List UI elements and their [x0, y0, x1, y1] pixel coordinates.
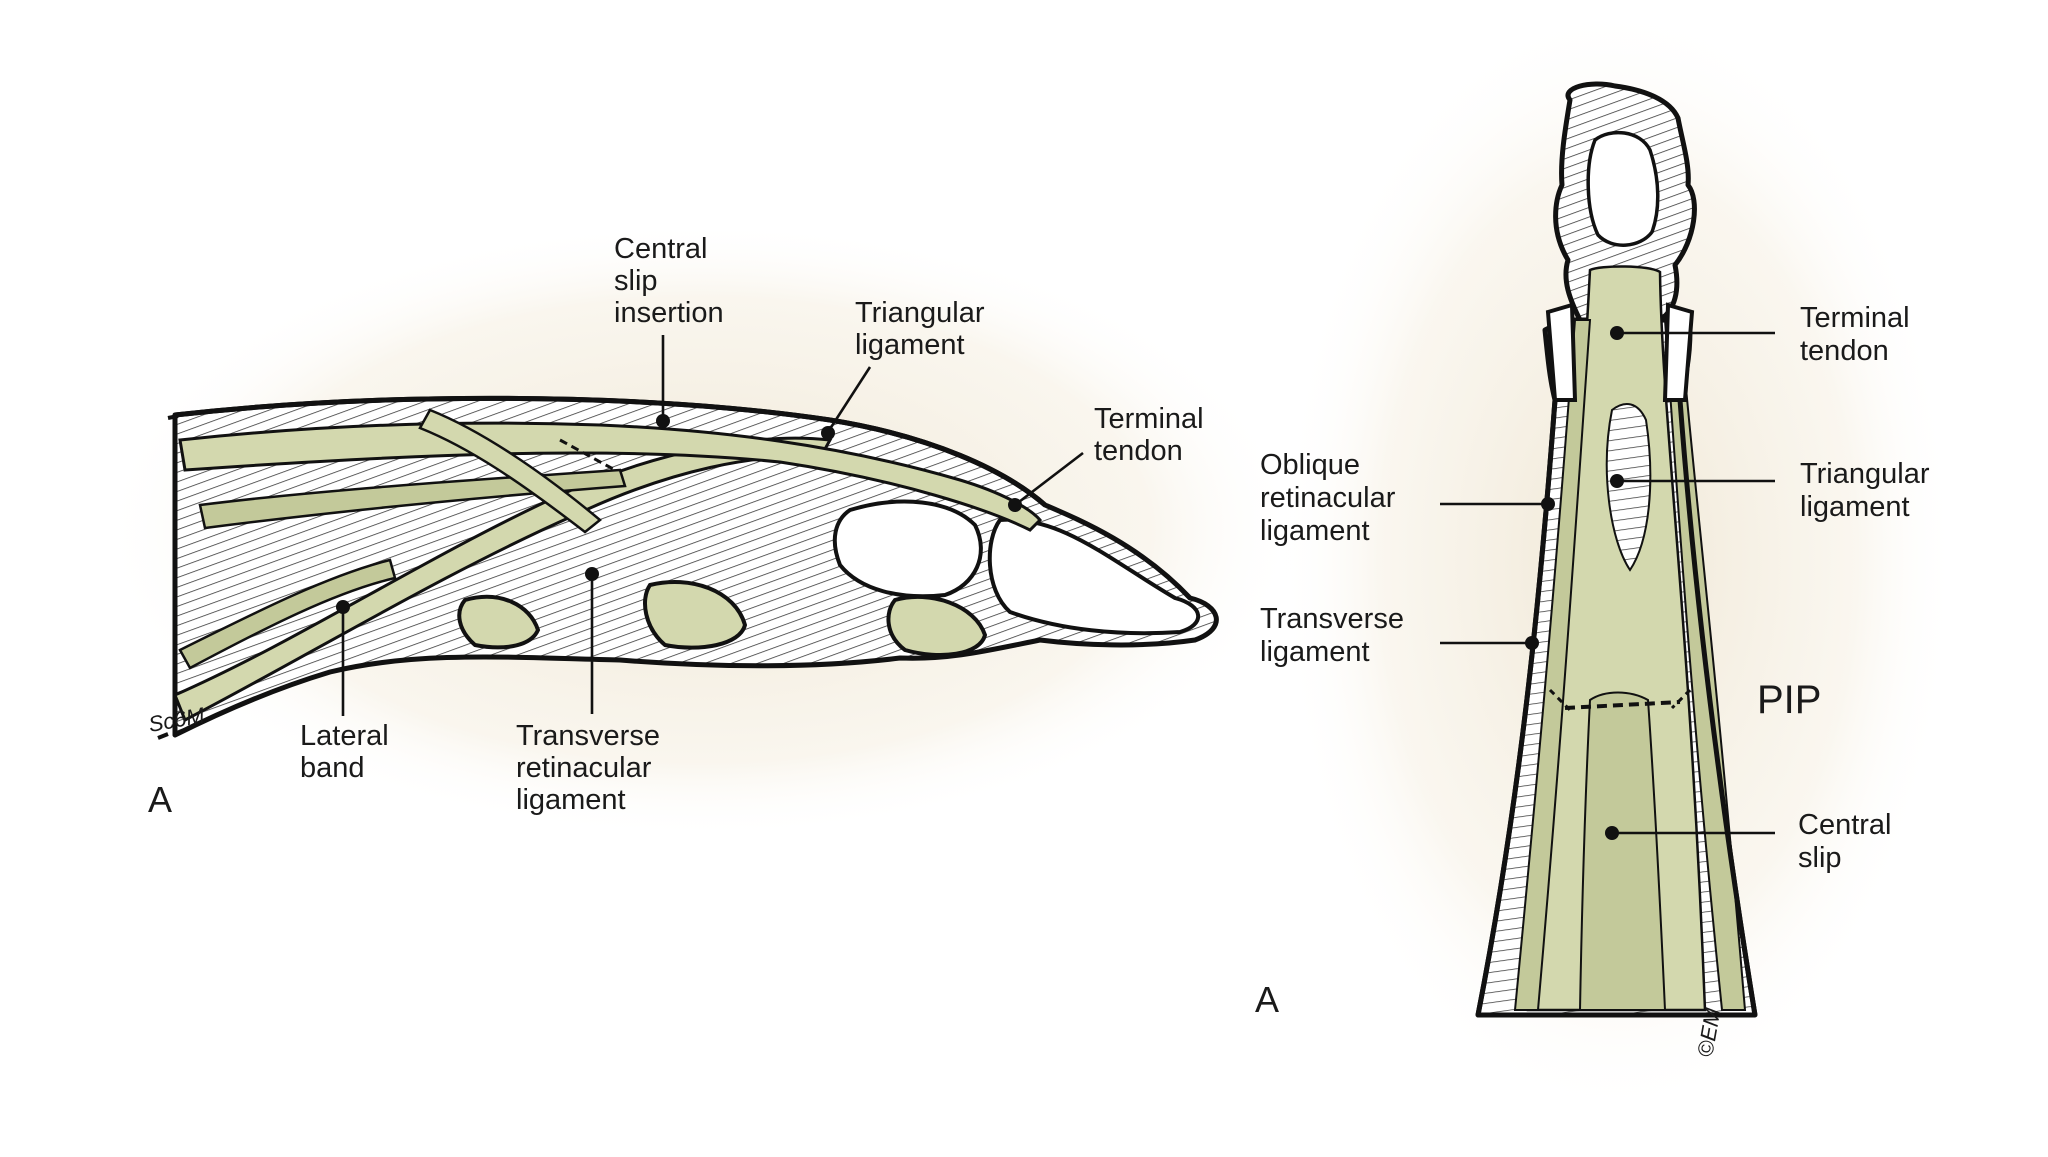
middle-phalanx-bone [832, 499, 983, 599]
label-transverse-ligament: Transverse ligament [1260, 603, 1412, 668]
dip-collateral-right [1662, 302, 1695, 402]
dorsal-view: Terminal tendon Triangular ligament Obli… [1255, 0, 1958, 1120]
lateral-leaders [341, 335, 1084, 716]
distal-phalanx-nail [1586, 130, 1660, 247]
dip-volar-plate [886, 594, 988, 657]
label-transverse-retinacular-ligament: Transverse retinacular ligament [516, 720, 668, 816]
label-central-slip-insertion: Central slip insertion [614, 233, 724, 329]
mcp-volar-plate [457, 594, 541, 650]
label-oblique-retinacular-ligament: Oblique retinacular ligament [1260, 449, 1403, 547]
panel-letter-lateral: A [148, 779, 172, 820]
panel-letter-dorsal: A [1255, 979, 1279, 1020]
dorsal-dots [1525, 326, 1624, 840]
dot-central-slip [1605, 826, 1619, 840]
dorsal-leaders [1440, 331, 1775, 835]
dot-lateral-band [336, 600, 350, 614]
dorsal-labels: Terminal tendon Triangular ligament Obli… [1255, 302, 1938, 1059]
lower-oblique-band [178, 558, 397, 670]
label-triangular-ligament-lateral: Triangular ligament [855, 297, 993, 361]
dot-central-slip-insertion [656, 414, 670, 428]
dorsal-lateral-band-left [1513, 319, 1592, 1011]
dot-transverse-ligament [1525, 636, 1539, 650]
dot-terminal-tendon-dorsal [1610, 326, 1624, 340]
triangular-ligament-zone [1605, 403, 1652, 572]
lateral-dashed-end [157, 414, 179, 740]
dorsal-side-lines [1475, 399, 1758, 1016]
upper-dorsal-band [418, 408, 602, 534]
central-slip-shape [1578, 691, 1667, 1011]
label-triangular-ligament-dorsal: Triangular ligament [1800, 458, 1938, 523]
distal-phalanx-bone [987, 517, 1201, 636]
lateral-dashed-mark [559, 438, 616, 472]
label-central-slip: Central slip [1798, 809, 1900, 874]
lateral-view: Central slip insertion Triangular ligame… [100, 220, 1300, 840]
label-lateral-band: Lateral band [300, 720, 397, 784]
leader-terminal-tendon [1014, 451, 1084, 507]
artist-signature-lateral: Sc6M [147, 702, 207, 737]
pip-dashed-line [1564, 700, 1681, 710]
label-terminal-tendon-dorsal: Terminal tendon [1800, 302, 1918, 367]
lateral-dots [336, 414, 1022, 614]
dot-oblique-retinacular [1541, 497, 1555, 511]
lateral-dorsal-line [174, 395, 1047, 507]
pip-joint-label: PIP [1757, 678, 1821, 722]
dot-transverse-retinacular [585, 567, 599, 581]
dip-collateral-left [1545, 302, 1578, 402]
pip-dashed-diag [1548, 688, 1692, 712]
dot-terminal-tendon [1008, 498, 1022, 512]
label-terminal-tendon-lateral: Terminal tendon [1094, 403, 1212, 467]
central-slip-band [178, 421, 1043, 532]
pip-volar-plate [643, 580, 748, 650]
dot-triangular-ligament-dorsal [1610, 474, 1624, 488]
leader-triangular-ligament [826, 366, 872, 433]
lateral-labels: Central slip insertion Triangular ligame… [147, 233, 1212, 820]
dot-triangular-ligament [821, 426, 835, 440]
